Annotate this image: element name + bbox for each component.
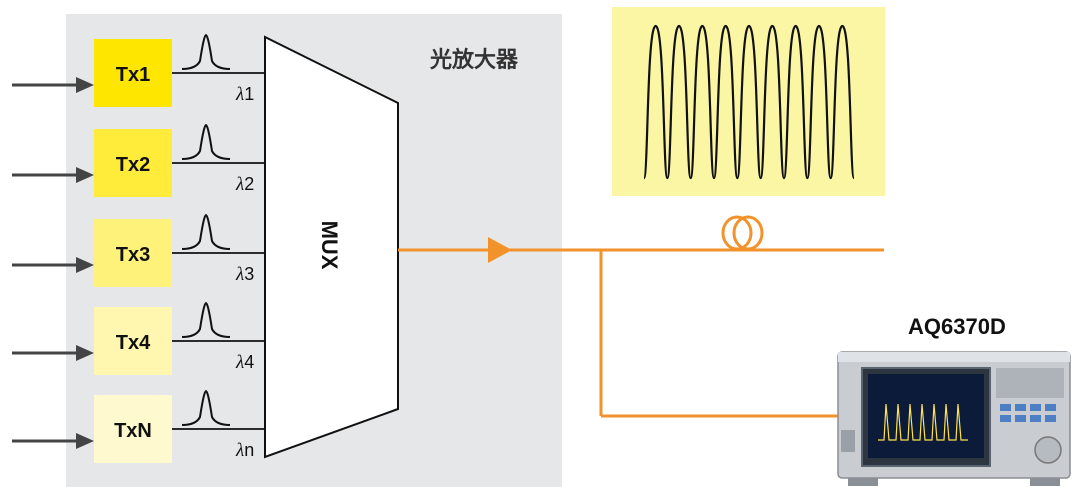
tx-label: TxN: [114, 420, 152, 442]
wdm-spectrum: [612, 7, 885, 196]
tx-box: [94, 129, 172, 197]
osa-instrument-icon: [837, 351, 1071, 486]
direction-arrow-icon: [488, 237, 512, 263]
transmitter-row: Tx4 λ4: [12, 301, 266, 375]
tx-label: Tx3: [116, 244, 150, 266]
wavelength-label: λ1: [235, 84, 254, 105]
tx-box: [94, 219, 172, 287]
input-arrow-icon: [76, 167, 94, 183]
input-arrow-icon: [76, 433, 94, 449]
wavelength-label: λ4: [235, 352, 254, 373]
input-arrow-icon: [76, 257, 94, 273]
wavelength-label: λ3: [235, 264, 254, 285]
transmitter-row: Tx1 λ1: [12, 33, 266, 107]
spectral-peak-icon: [181, 301, 231, 338]
spectral-peak-icon: [181, 33, 231, 70]
mux-label: MUX: [317, 221, 342, 270]
mux-block: MUX: [264, 35, 399, 459]
spectrum-trace: [642, 24, 856, 180]
transmitter-row: Tx2 λ2: [12, 123, 266, 197]
amplifier-label: 光放大器: [429, 47, 519, 73]
input-arrow-icon: [76, 77, 94, 93]
transmitter-row: TxN λn: [12, 389, 266, 463]
fiber-coil-icon: [721, 215, 764, 251]
transmitter-row: Tx3 λ3: [12, 213, 266, 287]
spectral-peak-icon: [181, 389, 231, 426]
tx-box: [94, 39, 172, 107]
instrument-label: AQ6370D: [908, 314, 1006, 339]
tx-box: [94, 307, 172, 375]
tx-label: Tx1: [116, 64, 150, 86]
tx-box: [94, 395, 172, 463]
input-arrow-icon: [76, 345, 94, 361]
wavelength-label: λ2: [235, 174, 254, 195]
spectral-peak-icon: [181, 123, 231, 160]
wavelength-label: λn: [235, 440, 254, 461]
spectral-peak-icon: [181, 213, 231, 250]
tx-label: Tx2: [116, 154, 150, 176]
tx-label: Tx4: [116, 332, 151, 354]
fiber-path: [398, 215, 884, 418]
